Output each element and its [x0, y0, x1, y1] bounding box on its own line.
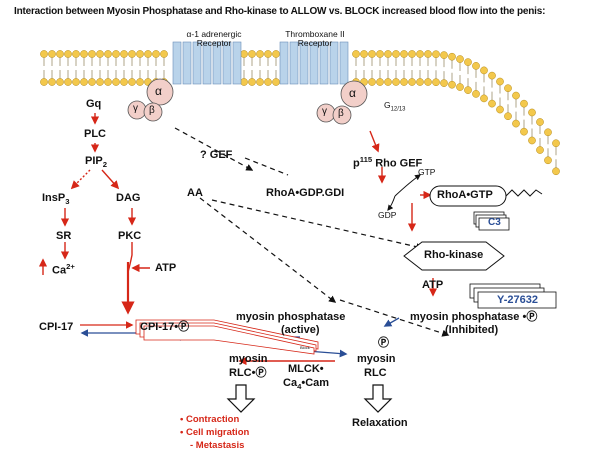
pip2-label: PIP2 [85, 155, 108, 170]
gdp-label: GDP [378, 210, 397, 220]
diagram-title: Interaction between Myosin Phosphatase a… [14, 6, 546, 17]
mlck-label-2: Ca4•Cam [283, 377, 330, 392]
outcome-metastasis: - Metastasis [190, 440, 245, 451]
relaxation-label: Relaxation [352, 417, 408, 429]
dag-label: DAG [116, 192, 141, 204]
relaxation-arrow [363, 384, 393, 413]
aa-label: AA [187, 187, 203, 199]
y27632-label: Y-27632 [497, 294, 538, 306]
myosin-rlc-label-2: RLC [364, 367, 387, 379]
plc-label: PLC [84, 128, 106, 140]
rho-kinase-node [403, 241, 505, 271]
myosin-rlc-label-1: myosin [357, 353, 396, 365]
mp-inhibited-label-2: (Inhibited) [445, 324, 499, 336]
gq-gamma-label: γ [133, 103, 138, 114]
g1213-alpha-label: α [349, 86, 356, 100]
phosphate-circle-label: Ⓟ [378, 337, 389, 349]
contraction-arrow [226, 384, 256, 413]
mp-active-label-2: (active) [281, 324, 320, 336]
gtp-label: GTP [418, 167, 436, 177]
alpha1-receptor [172, 41, 242, 85]
cell-membrane [40, 50, 560, 176]
alpha1-receptor-label: α-1 adrenergic Receptor [186, 29, 242, 48]
sr-label: SR [56, 230, 72, 242]
myosin-rlcp-label-1: myosin [229, 353, 268, 365]
outcome-migration: • Cell migration [180, 427, 250, 438]
g1213-gamma-label: γ [322, 106, 327, 117]
thromboxane-receptor [279, 41, 349, 85]
gq-alpha-label: α [155, 84, 162, 98]
rho-kinase-label: Rho-kinase [424, 249, 484, 261]
insp3-label: InsP3 [42, 192, 70, 207]
mp-inhibited-label-1: myosin phosphatase •Ⓟ [410, 311, 538, 323]
c3-label: C3 [488, 217, 501, 228]
gq-protein [127, 78, 174, 122]
atp1-label: ATP [155, 262, 177, 274]
mp-active-label-1: myosin phosphatase [236, 311, 346, 323]
g1213-protein [316, 80, 368, 125]
cpi17-label: CPI-17 [39, 321, 74, 333]
gq-label: Gq [86, 98, 102, 110]
g1213-beta-label: β [338, 108, 344, 119]
gef-q-label: ? GEF [200, 149, 233, 161]
pkc-label: PKC [118, 230, 142, 242]
gq-beta-label: β [149, 105, 155, 116]
myosin-rlcp-label-2: RLC•Ⓟ [229, 367, 267, 379]
g1213-label: G12/13 [384, 100, 406, 113]
rhoa-gtp-label: RhoA•GTP [437, 189, 493, 201]
atp2-label: ATP [422, 279, 444, 291]
cpi17p-label: CPI-17•Ⓟ [140, 321, 190, 333]
thromboxane-receptor-label: Thromboxane II Receptor [285, 29, 345, 48]
ca2-label: Ca2+ [52, 262, 75, 277]
block-label: Block [300, 345, 310, 350]
mlck-label-1: MLCK• [288, 363, 324, 375]
outcome-contraction: • Contraction [180, 414, 240, 425]
cpi17-block-stack [135, 319, 319, 355]
p115-label: p115 Rho GEF [353, 155, 423, 170]
rhoa-gdp-label: RhoA•GDP.GDI [266, 187, 345, 199]
